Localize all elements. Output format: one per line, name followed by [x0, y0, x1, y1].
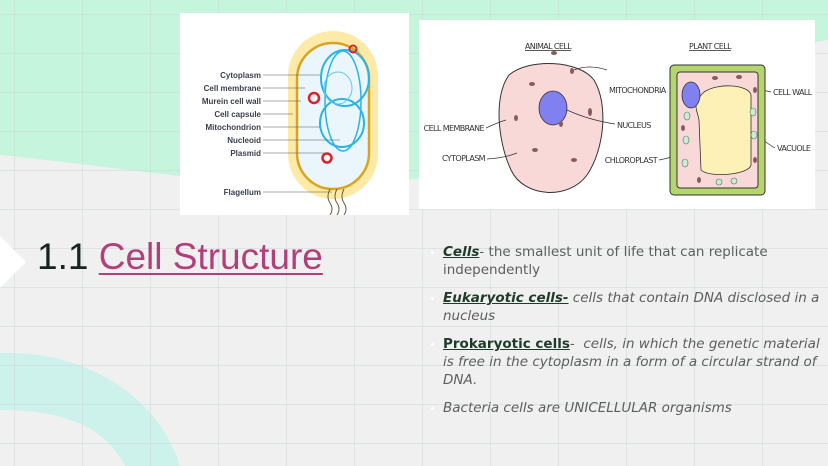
- slide-title: 1.1 Cell Structure: [37, 236, 323, 278]
- label-cytoplasm: Cytoplasm: [220, 71, 261, 80]
- label-mitochondria: MITOCHONDRIA: [609, 86, 667, 95]
- list-item: Bacteria cells are UNICELLULAR organisms: [428, 399, 823, 417]
- separator: -: [569, 336, 584, 352]
- term-cells: Cells: [443, 244, 480, 260]
- label-cell-wall: CELL WALL: [773, 88, 813, 97]
- label-plasmid: Plasmid: [230, 149, 261, 158]
- definition: Bacteria cells are UNICELLULAR organisms: [443, 400, 732, 416]
- definitions-list: Cells- the smallest unit of life that ca…: [428, 243, 823, 427]
- list-item: Eukaryotic cells- cells that contain DNA…: [428, 289, 823, 325]
- definition: - the smallest unit of life that can rep…: [443, 244, 768, 278]
- label-cell-capsule: Cell capsule: [214, 110, 261, 119]
- label-nucleoid: Nucleoid: [227, 136, 261, 145]
- label-cell-membrane-animal: CELL MEMBRANE: [424, 124, 485, 133]
- label-vacuole: VACUOLE: [777, 144, 811, 153]
- label-flagellum: Flagellum: [224, 188, 261, 197]
- mint-arc-decoration: [0, 352, 180, 466]
- definition: cells that contain DNA disclosed in a nu…: [443, 290, 820, 324]
- section-number: 1.1: [37, 236, 89, 277]
- term-eukaryotic: Eukaryotic cells-: [443, 290, 569, 306]
- definition: cells, in which the genetic material is …: [443, 336, 820, 388]
- cell-structure-link[interactable]: Cell Structure: [98, 236, 323, 277]
- term-prokaryotic: Prokaryotic cells: [443, 336, 570, 352]
- bacteria-cell-diagram: Cytoplasm Cell membrane Murein cell wall…: [180, 13, 409, 215]
- label-cell-membrane: Cell membrane: [204, 84, 262, 93]
- label-nucleus: NUCLEUS: [617, 121, 651, 130]
- list-item: Cells- the smallest unit of life that ca…: [428, 243, 823, 279]
- chevron-decoration: [0, 236, 26, 288]
- plant-cell-title: PLANT CELL: [689, 42, 732, 51]
- list-item: Prokaryotic cells- cells, in which the g…: [428, 335, 823, 389]
- animal-plant-cell-diagram: ANIMAL CELL PLANT CELL MITOCHONDRIA NUCL…: [419, 20, 815, 209]
- label-mitochondrion: Mitochondrion: [205, 123, 261, 132]
- label-murein-cell-wall: Murein cell wall: [202, 97, 261, 106]
- label-cytoplasm-animal: CYTOPLASM: [442, 154, 486, 163]
- animal-cell-title: ANIMAL CELL: [525, 42, 572, 51]
- label-chloroplast: CHLOROPLAST: [605, 156, 658, 165]
